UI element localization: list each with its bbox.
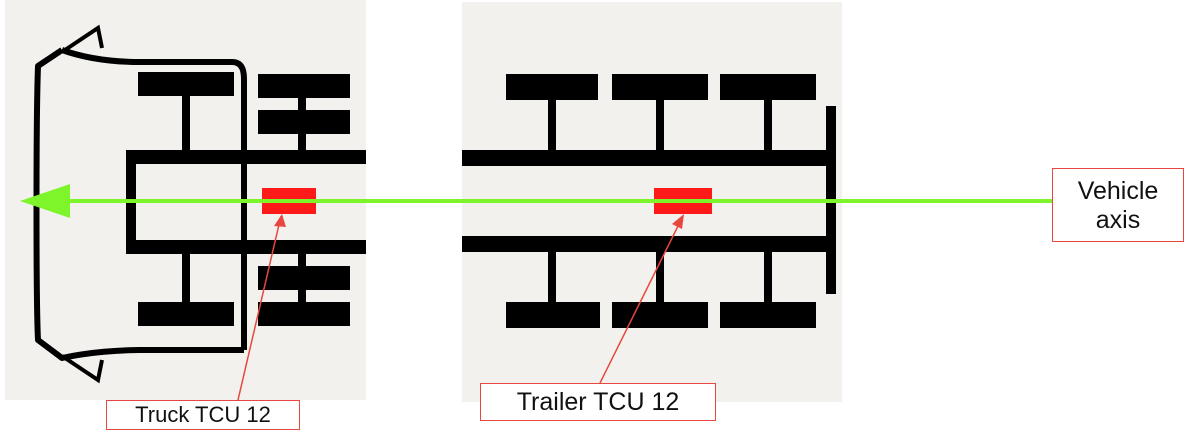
trailer-axle-stub-bottom-1 bbox=[548, 252, 556, 302]
mirror-top bbox=[60, 24, 104, 54]
truck-tcu-label: Truck TCU 12 bbox=[106, 400, 300, 430]
arrow-left-icon bbox=[20, 184, 70, 218]
trailer-wheel-top-2 bbox=[612, 74, 708, 100]
vehicle-axis-label-line1: Vehicle bbox=[1077, 177, 1159, 206]
trailer-wheel-top-1 bbox=[506, 74, 598, 100]
front-axle-stub-top bbox=[182, 96, 190, 150]
rear-wheel-top-outer bbox=[258, 74, 350, 98]
trailer-axle-stub-bottom-2 bbox=[656, 252, 664, 302]
front-wheel-top bbox=[138, 72, 234, 96]
trailer-wheel-bottom-3 bbox=[720, 302, 816, 328]
front-axle-stub-bottom bbox=[182, 254, 190, 302]
trailer-frame-rail-bottom bbox=[462, 236, 836, 252]
vehicle-axis-arrow bbox=[20, 184, 1052, 218]
trailer-wheel-bottom-1 bbox=[506, 302, 600, 328]
rear-axle-stub-bottom bbox=[298, 254, 306, 302]
trailer-axle-stub-top-1 bbox=[548, 100, 556, 150]
trailer-wheel-top-3 bbox=[720, 74, 816, 100]
trailer-axle-stub-top-2 bbox=[656, 100, 664, 150]
vehicle-axis-label-line2: axis bbox=[1095, 206, 1141, 234]
front-wheel-bottom bbox=[138, 302, 234, 326]
trailer-tcu-label: Trailer TCU 12 bbox=[480, 383, 716, 421]
trailer-tcu-label-text: Trailer TCU 12 bbox=[516, 387, 680, 416]
truck-cab-outline bbox=[33, 47, 247, 361]
rear-wheel-bottom-outer bbox=[258, 302, 350, 326]
trailer-wheel-bottom-2 bbox=[612, 302, 708, 328]
truck-frame-rail-bottom bbox=[126, 240, 366, 254]
trailer-axle-stub-top-3 bbox=[764, 100, 772, 150]
trailer-axle-stub-bottom-3 bbox=[764, 252, 772, 302]
truck-tcu-label-text: Truck TCU 12 bbox=[135, 402, 271, 428]
vehicle-axis-label: Vehicle axis bbox=[1052, 168, 1184, 242]
trailer-leader-arrowhead bbox=[672, 214, 684, 229]
truck-leader-arrowhead bbox=[274, 214, 286, 227]
trailer-frame-rail-top bbox=[462, 150, 836, 166]
rear-axle-stub-top bbox=[298, 98, 306, 150]
truck-tcu-leader-line bbox=[237, 215, 282, 401]
mirror-bottom bbox=[60, 354, 104, 384]
truck-frame-rail-top bbox=[126, 150, 366, 164]
trailer-tcu-leader-line bbox=[599, 215, 684, 384]
